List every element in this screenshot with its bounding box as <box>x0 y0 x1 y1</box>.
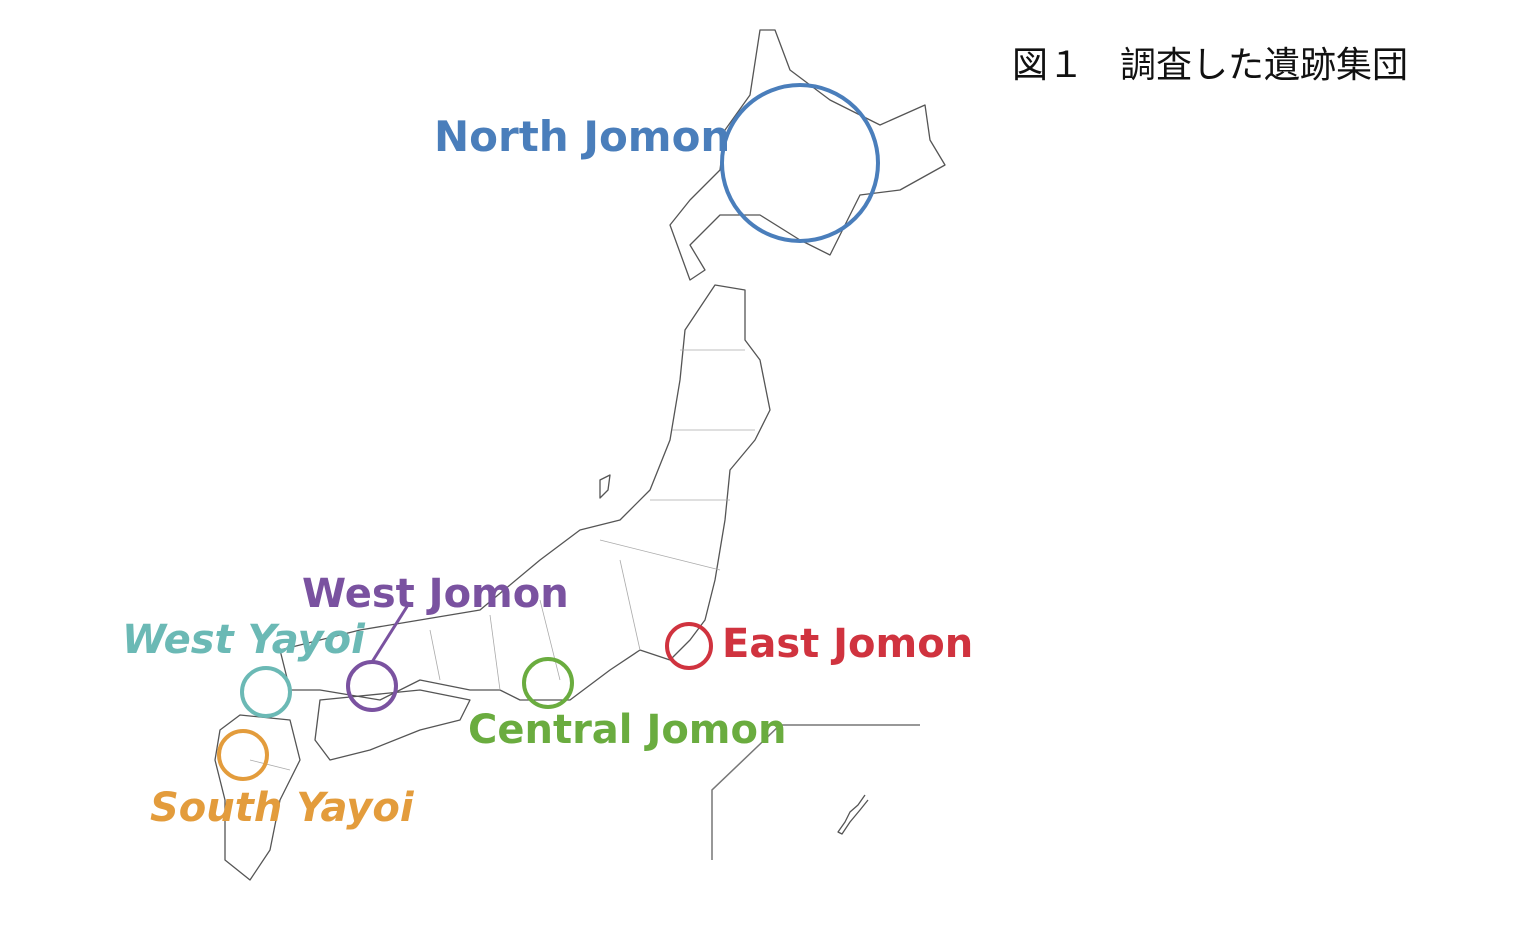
prefecture-border <box>539 599 561 681</box>
honshu-outline <box>279 284 771 701</box>
prefecture-border <box>599 539 721 571</box>
east-jomon-circle <box>665 622 713 670</box>
shikoku-outline <box>314 689 471 761</box>
north-jomon-circle <box>720 83 880 243</box>
west-jomon-label: West Jomon <box>302 571 569 617</box>
prefecture-border <box>249 759 291 771</box>
central-jomon-circle <box>522 657 574 709</box>
west-jomon-circle <box>346 660 398 712</box>
prefecture-border <box>619 559 641 651</box>
kyushu-outline <box>214 714 301 881</box>
east-jomon-label: East Jomon <box>722 621 974 667</box>
prefecture-border <box>429 629 441 681</box>
central-jomon-label: Central Jomon <box>468 707 787 753</box>
north-jomon-label: North Jomon <box>434 112 731 161</box>
west-yayoi-label: West Yayoi <box>122 617 365 663</box>
okinawa-outline <box>837 794 869 835</box>
west-jomon-leader <box>370 604 410 663</box>
west-yayoi-circle <box>240 666 292 718</box>
inset-divider <box>711 724 920 860</box>
figure-title: 図１ 調査した遺跡集団 <box>1012 45 1409 86</box>
sado-outline <box>599 474 611 499</box>
prefecture-border <box>489 614 501 691</box>
south-yayoi-circle <box>217 729 269 781</box>
south-yayoi-label: South Yayoi <box>150 785 414 831</box>
